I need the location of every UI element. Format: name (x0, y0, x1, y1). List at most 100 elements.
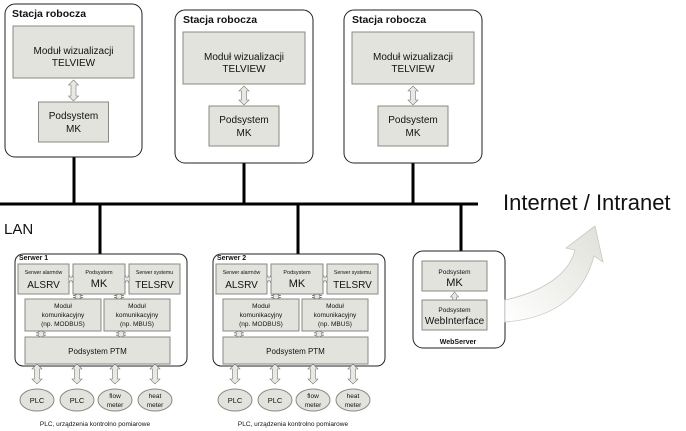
field-device (295, 388, 331, 412)
telview-mk-link-arrow (407, 85, 419, 106)
server-mk-big: MK (289, 278, 306, 290)
modbus-module-line1: Moduł (54, 303, 72, 310)
workstation-title: Stacja robocza (352, 14, 426, 26)
workstation-title: Stacja robocza (183, 14, 257, 26)
webserver-webinterface-box (421, 299, 488, 331)
system-server-box (128, 263, 181, 295)
alarm-server-big: ALSRV (27, 280, 60, 291)
server-mk-small: Podsystem (283, 270, 311, 276)
webserver-title: WebServer (440, 339, 477, 346)
server-title: Serwer 2 (217, 255, 246, 262)
modbus-module-line3: (np. MODBUS) (239, 321, 283, 328)
system-server-big: TELSRV (135, 280, 174, 291)
ptm-device-link-arrow (71, 363, 83, 385)
alarm-server-box (17, 263, 70, 295)
server-title: Serwer 1 (19, 255, 48, 262)
field-device-label-line1: heat (149, 393, 162, 400)
internet-arrow (504, 225, 604, 323)
mk-subsystem-line2: MK (406, 128, 421, 139)
ptm-device-link-arrow (269, 363, 281, 385)
modbus-module-line2: komunikacyjny (42, 312, 85, 319)
ptm-device-link-arrow (307, 363, 319, 385)
mbus-module-line1: Moduł (326, 303, 344, 310)
system-server-small: Serwer systemu (136, 270, 173, 276)
field-device-label-line2: meter (147, 402, 164, 409)
telview-module-line1: Moduł wizualizacji (373, 52, 453, 63)
telview-mk-link-arrow (67, 79, 80, 102)
field-device-label-line2: meter (345, 402, 362, 409)
telview-module-line2: TELVIEW (391, 64, 435, 75)
modbus-module-line1: Moduł (252, 303, 270, 310)
field-device-label-line2: meter (107, 402, 124, 409)
field-device (97, 388, 133, 412)
mk-subsystem-line2: MK (66, 124, 81, 135)
mbus-module-box (301, 298, 369, 332)
modbus-module-box (24, 298, 102, 332)
webserver: Podsystem MK Podsystem WebInterface WebS… (412, 250, 506, 349)
mbus-module-line3: (np. MBUS) (120, 321, 154, 328)
mbus-module-line3: (np. MBUS) (318, 321, 352, 328)
field-devices-caption: PLC, urządzenia kontrolno pomiarowe (40, 421, 151, 428)
mk-subsystem-line2: MK (237, 128, 252, 139)
mk-system-link-arrow (123, 274, 131, 284)
field-devices-caption: PLC, urządzenia kontrolno pomiarowe (238, 421, 349, 428)
mk-subsystem-box (377, 105, 449, 147)
system-server-big: TELSRV (333, 280, 372, 291)
server-mk-small: Podsystem (85, 270, 113, 276)
field-device-label-line1: heat (347, 393, 360, 400)
modbus-module-box (222, 298, 300, 332)
mk-system-link-arrow (321, 274, 329, 284)
bus-connectors (72, 157, 463, 264)
modbus-module-line2: komunikacyjny (240, 312, 283, 319)
mbus-module-line2: komunikacyjny (314, 312, 357, 319)
field-device (257, 388, 293, 412)
webserver-mk-big: MK (446, 277, 463, 289)
webserver-mk-box (421, 260, 488, 292)
modbus-module-line3: (np. MODBUS) (41, 321, 85, 328)
alarm-server-small: Serwer alarmów (223, 270, 261, 276)
alarm-mk-link-arrow (67, 274, 75, 284)
ptm-subsystem-label: Podsystem PTM (266, 347, 325, 356)
field-device (137, 388, 173, 412)
ptm-device-link-arrow (347, 363, 359, 385)
telview-module-line2: TELVIEW (222, 64, 266, 75)
telview-module-line1: Moduł wizualizacji (204, 52, 284, 63)
telview-mk-link-arrow (238, 85, 250, 106)
ptm-subsystem-box (222, 336, 369, 365)
ptm-device-link-arrow (229, 363, 241, 385)
server-mk-big: MK (91, 278, 108, 290)
telview-module-box (182, 31, 306, 85)
alarm-server-small: Serwer alarmów (25, 270, 63, 276)
field-device-label: PLC (228, 396, 243, 405)
system-server-small: Serwer systemu (334, 270, 371, 276)
internet-intranet-label: Internet / Intranet (503, 190, 671, 215)
field-device-label: PLC (70, 396, 85, 405)
telview-module-box (12, 25, 135, 79)
field-device (59, 388, 95, 412)
webserver-webinterface-small: Podsystem (438, 307, 470, 314)
ptm-device-link-arrow (31, 363, 43, 385)
alarm-server-big: ALSRV (225, 280, 258, 291)
field-device-label: PLC (30, 396, 45, 405)
telview-module-line2: TELVIEW (52, 58, 96, 69)
ptm-subsystem-label: Podsystem PTM (68, 347, 127, 356)
webserver-mk-small: Podsystem (438, 269, 470, 276)
field-device-label-line2: meter (305, 402, 322, 409)
lan-label: LAN (4, 221, 33, 238)
mk-subsystem-box (208, 105, 280, 147)
mk-subsystem-box (38, 101, 109, 143)
mbus-module-line1: Moduł (128, 303, 146, 310)
server-mk-box (72, 263, 126, 295)
field-device (19, 388, 55, 412)
mbus-module-box (103, 298, 171, 332)
webserver-webinterface-big: WebInterface (425, 316, 485, 327)
telview-module-line1: Moduł wizualizacji (33, 46, 113, 57)
field-device-label-line1: flow (109, 393, 121, 400)
mk-subsystem-line1: Podsystem (388, 115, 437, 126)
field-device-label: PLC (268, 396, 283, 405)
